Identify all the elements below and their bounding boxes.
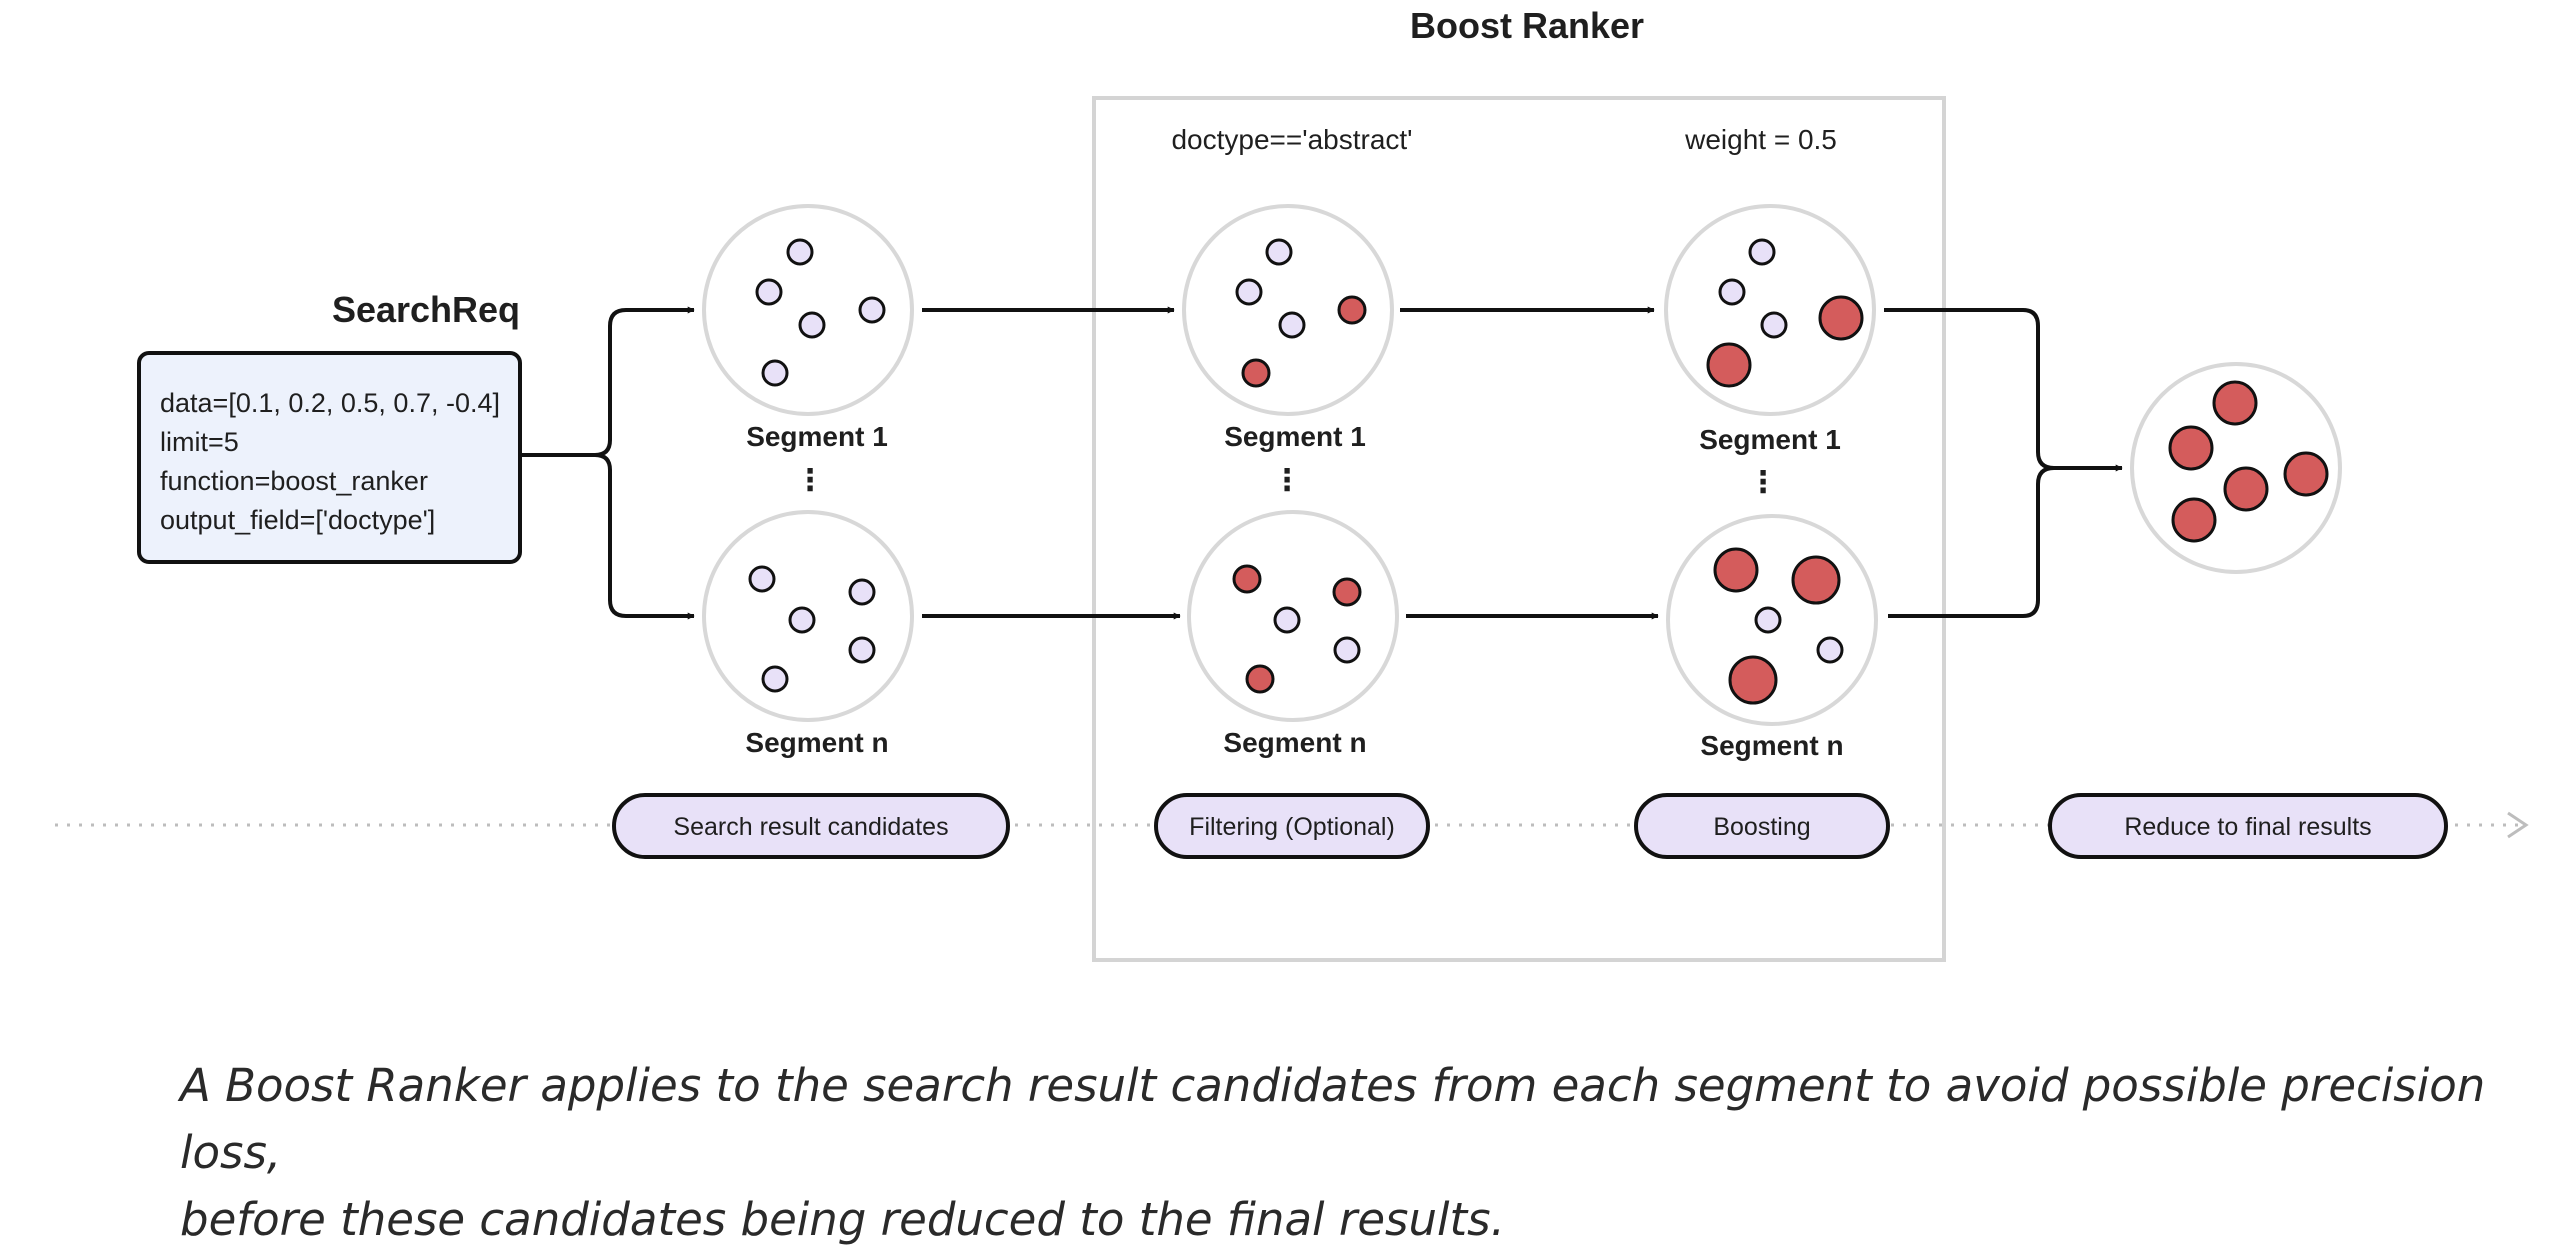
stage-pill-reduce xyxy=(2048,793,2448,859)
candidate-dot xyxy=(848,578,876,606)
boost-ranker-title: Boost Ranker xyxy=(1410,5,1644,46)
stage-candidates-label: Search result candidates xyxy=(673,813,948,841)
request-data-line: data=[0.1, 0.2, 0.5, 0.7, -0.4] xyxy=(160,388,500,418)
search-request-title: SearchReq xyxy=(332,289,520,330)
stage-reduce-label: Reduce to final results xyxy=(2124,813,2371,841)
stage-pill-candidates xyxy=(612,793,1010,859)
segment-ellipsis: ⋮ xyxy=(1748,466,1778,499)
request-branch-connector-lower xyxy=(594,453,695,620)
boosted-dot xyxy=(1791,555,1841,605)
segment-1-label: Segment 1 xyxy=(1224,421,1366,452)
candidate-dot xyxy=(858,296,886,324)
candidate-dot xyxy=(748,565,776,593)
candidate-dot xyxy=(786,238,814,266)
search-request-box xyxy=(137,351,522,564)
final-result-dot xyxy=(2171,497,2217,543)
matched-dot xyxy=(1332,577,1362,607)
matched-dot xyxy=(1245,664,1275,694)
segment-1-label: Segment 1 xyxy=(1699,424,1841,455)
final-result-dot xyxy=(2223,466,2269,512)
candidate-dot xyxy=(798,311,826,339)
candidate-dot xyxy=(1754,606,1782,634)
boosted-dot xyxy=(1728,655,1778,705)
request-output-field-line: output_field=['doctype'] xyxy=(160,505,435,535)
segment-n-label: Segment n xyxy=(745,727,888,758)
candidate-dot xyxy=(755,278,783,306)
request-limit-line: limit=5 xyxy=(160,427,239,457)
stage-pill-boosting xyxy=(1634,793,1890,859)
request-branch-connector xyxy=(522,306,695,457)
segment-1-candidates-ring xyxy=(702,204,914,416)
request-function-line: function=boost_ranker xyxy=(160,466,428,496)
boosted-dot xyxy=(1713,547,1759,593)
timeline-arrow-icon xyxy=(2507,811,2529,839)
candidate-dot xyxy=(1265,238,1293,266)
candidate-dot xyxy=(761,359,789,387)
weight-condition: weight = 0.5 xyxy=(1684,124,1837,155)
merge-connector xyxy=(1884,308,2123,472)
candidate-dot xyxy=(1718,278,1746,306)
segment-ellipsis: ⋮ xyxy=(795,464,825,497)
segment-n-label: Segment n xyxy=(1700,730,1843,761)
matched-dot xyxy=(1241,358,1271,388)
matched-dot xyxy=(1232,564,1262,594)
boost-ranker-diagram: Boost Ranker doctype=='abstract' weight … xyxy=(55,5,2529,962)
segment-n-label: Segment n xyxy=(1223,727,1366,758)
candidate-dot xyxy=(761,665,789,693)
candidate-dot xyxy=(1273,606,1301,634)
caption-line-2: before these candidates being reduced to… xyxy=(180,1193,1505,1246)
candidate-dot xyxy=(1748,238,1776,266)
boosted-dot xyxy=(1818,295,1864,341)
stage-pill-filtering xyxy=(1154,793,1430,859)
final-result-dot xyxy=(2283,451,2329,497)
candidate-dot xyxy=(1816,636,1844,664)
candidate-dot xyxy=(1235,278,1263,306)
boost-ranker-frame xyxy=(1092,96,1946,962)
candidate-dot xyxy=(1278,311,1306,339)
segment-1-label: Segment 1 xyxy=(746,421,888,452)
segment-ellipsis: ⋮ xyxy=(1272,464,1302,497)
segment-1-filtered-ring xyxy=(1182,204,1394,416)
filter-condition: doctype=='abstract' xyxy=(1171,124,1412,155)
boosted-dot xyxy=(1706,342,1752,388)
merge-connector-lower xyxy=(1888,466,2055,618)
stage-boosting-label: Boosting xyxy=(1713,813,1810,841)
candidate-dot xyxy=(1760,311,1788,339)
final-result-dot xyxy=(2212,380,2258,426)
final-result-dot xyxy=(2168,425,2214,471)
caption-line-1: A Boost Ranker applies to the search res… xyxy=(180,1059,2486,1179)
candidate-dot xyxy=(788,606,816,634)
matched-dot xyxy=(1337,295,1367,325)
stage-filtering-label: Filtering (Optional) xyxy=(1189,813,1395,841)
candidate-dot xyxy=(848,636,876,664)
diagram-caption: A Boost Ranker applies to the search res… xyxy=(180,1052,2540,1253)
candidate-dot xyxy=(1333,636,1361,664)
